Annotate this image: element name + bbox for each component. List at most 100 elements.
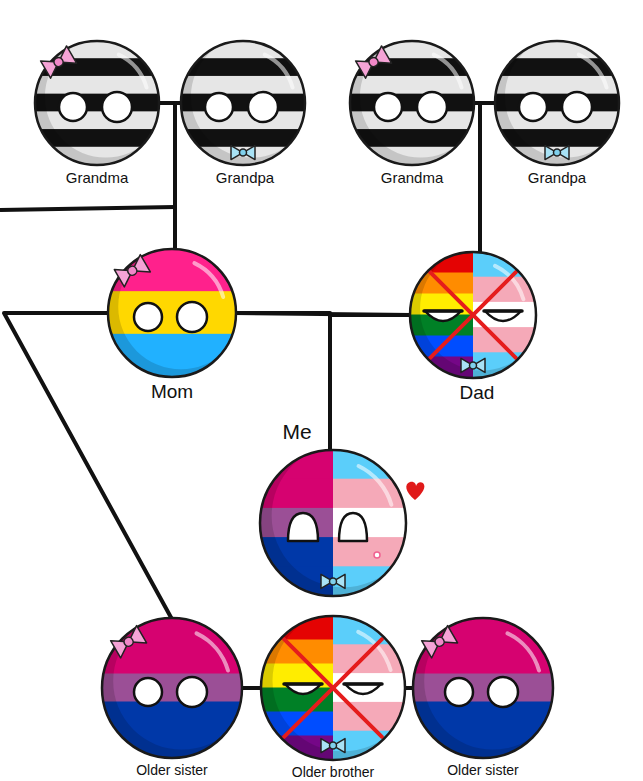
ball-eyes — [288, 513, 380, 558]
flag-stripe — [333, 616, 405, 646]
family-line — [330, 315, 411, 451]
flag-ball-node: Mom — [104, 245, 240, 405]
flag-stripe — [495, 111, 619, 130]
ball-eyes — [134, 677, 207, 707]
ball-outline — [35, 41, 159, 165]
flag-stripe — [495, 94, 619, 113]
ball-outline — [102, 618, 242, 758]
flag-stripe — [410, 252, 473, 274]
family-line — [241, 686, 263, 690]
flag-stripe — [35, 41, 159, 60]
flag-fill — [258, 444, 415, 598]
ball-outline — [413, 618, 553, 758]
ball-outline — [495, 41, 619, 165]
flag-stripe — [350, 94, 474, 113]
offpage-line — [0, 207, 175, 210]
flag-fill — [348, 36, 481, 167]
ball-shade — [258, 444, 415, 598]
flag-stripe — [102, 674, 242, 703]
ball-eyes — [374, 92, 447, 122]
family-line — [235, 313, 330, 451]
flag-stripe — [350, 76, 474, 95]
blue-bowtie — [321, 739, 345, 753]
flag-stripe — [495, 41, 619, 60]
flag-ball-node: Older sister — [98, 614, 246, 780]
pink-bow — [422, 626, 458, 658]
ball-shade — [33, 36, 166, 167]
ball-eyes — [445, 677, 518, 707]
ball-outline — [108, 249, 236, 377]
flag-ball — [491, 37, 623, 169]
flag-stripe — [413, 674, 553, 703]
flag-fill — [411, 612, 561, 760]
ball-shade — [348, 36, 481, 167]
flag-ball-node: Older brother — [257, 612, 409, 781]
ball-shade — [100, 612, 250, 760]
member-label: Grandpa — [216, 169, 274, 186]
member-label: Older sister — [447, 762, 519, 778]
flag-fill — [179, 36, 312, 167]
blue-bowtie — [321, 574, 345, 588]
family-line — [158, 103, 175, 250]
flag-ball-node: Grandma — [346, 37, 478, 188]
ball-eyes — [134, 302, 207, 332]
flag-ball — [31, 37, 163, 169]
flag-ball-node: Older sister — [409, 614, 557, 780]
member-label: Dad — [460, 382, 495, 404]
ball-outline — [260, 450, 406, 596]
flag-stripe — [35, 94, 159, 113]
ball-shade — [411, 612, 561, 760]
flag-fill — [408, 247, 544, 380]
flag-ball — [406, 248, 540, 382]
flag-stripe — [261, 616, 333, 641]
flag-ball — [256, 446, 410, 600]
flag-ball — [98, 614, 246, 762]
flag-fill — [100, 612, 250, 760]
ball-outline — [261, 616, 405, 760]
ball-shade — [408, 247, 544, 380]
flag-stripe — [350, 41, 474, 60]
flag-fill — [33, 36, 166, 167]
ball-outline — [410, 252, 536, 378]
flag-ball — [177, 37, 309, 169]
flag-stripe — [181, 94, 305, 113]
family-line — [480, 103, 496, 254]
flag-fill — [259, 610, 414, 762]
member-label: Older sister — [136, 762, 208, 778]
flag-stripe — [108, 291, 236, 335]
ball-outline — [181, 41, 305, 165]
flag-stripe — [181, 76, 305, 95]
member-label: Mom — [151, 381, 193, 403]
member-label: Me — [282, 420, 311, 444]
flag-stripe — [35, 111, 159, 130]
ball-outline — [350, 41, 474, 165]
ball-eyes — [205, 92, 278, 122]
ball-eyes — [59, 92, 132, 122]
flag-stripe — [260, 450, 333, 480]
family-line — [175, 103, 182, 250]
flag-ball-node: Grandma — [31, 37, 163, 188]
flag-fill — [106, 244, 244, 379]
pink-bow — [114, 255, 150, 287]
flag-ball-node: Grandpa — [177, 37, 309, 188]
blue-bowtie — [545, 146, 569, 160]
red-cross — [284, 639, 382, 737]
flag-stripe — [35, 76, 159, 95]
red-cross — [430, 272, 516, 358]
flag-ball — [346, 37, 478, 169]
ball-shade — [179, 36, 312, 167]
blue-bowtie — [231, 146, 255, 160]
flag-ball — [409, 614, 557, 762]
pink-bow — [111, 626, 147, 658]
ball-shade — [493, 36, 626, 167]
member-label: Older brother — [292, 764, 374, 780]
flag-stripe — [350, 111, 474, 130]
flag-stripe — [181, 111, 305, 130]
member-label: Grandma — [381, 169, 444, 186]
flag-ball-node: Grandpa — [491, 37, 623, 188]
ball-shade — [106, 244, 244, 379]
member-label: Grandma — [66, 169, 129, 186]
heart-symbol — [406, 482, 424, 500]
pink-bow — [356, 46, 392, 78]
ball-shade — [259, 610, 414, 762]
